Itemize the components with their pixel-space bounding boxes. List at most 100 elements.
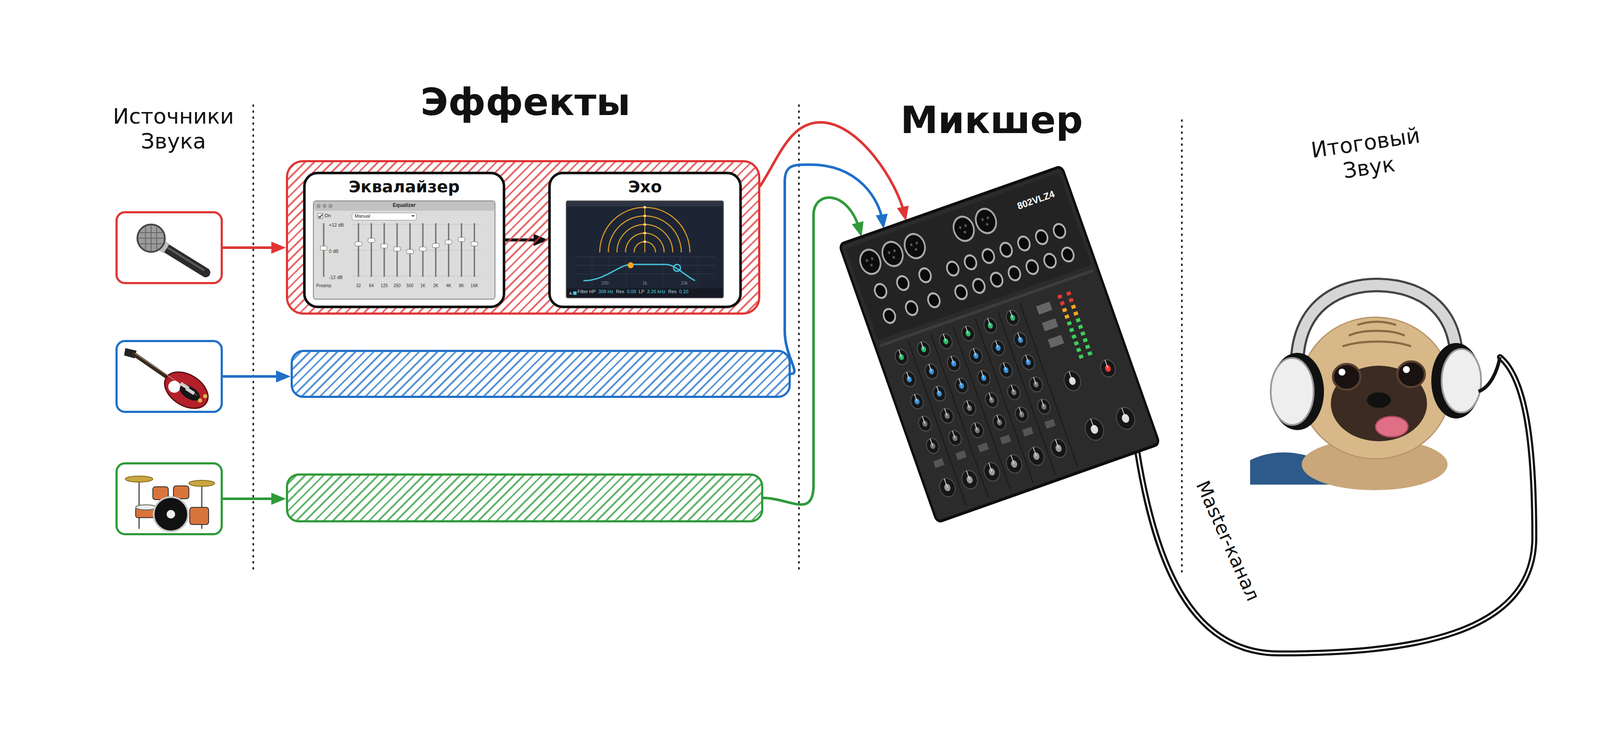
- drawing-part: [626, 255, 627, 287]
- drawing-part: [566, 200, 724, 298]
- status-value: Res: [668, 288, 678, 295]
- drawing-part: [1013, 405, 1030, 424]
- drawing-part: [922, 362, 940, 381]
- drawing-part: [892, 255, 896, 259]
- screen-text: Equalizer: [392, 202, 416, 209]
- drawing-part: [1075, 317, 1081, 323]
- drawing-part: [1051, 222, 1068, 240]
- drawing-part: [1019, 407, 1022, 415]
- drawing-part: [943, 412, 951, 420]
- drawing-part: [974, 422, 978, 431]
- drawing-part: [380, 243, 388, 249]
- drawing-part: [924, 436, 942, 456]
- drawing-part: [458, 237, 465, 242]
- drawing-part: [574, 273, 715, 275]
- drawing-part: [470, 241, 478, 246]
- drawing-part: [1121, 407, 1126, 419]
- drawing-part: [892, 248, 896, 253]
- drawing-part: [1366, 392, 1391, 408]
- drawing-part: [895, 274, 911, 292]
- drawing-part: [966, 470, 970, 480]
- drawing-part: [1042, 252, 1058, 270]
- drawing-part: [1332, 364, 1361, 390]
- drawing-part: [592, 255, 593, 287]
- node-title: Эхо: [628, 174, 662, 197]
- drawing-part: [1009, 314, 1017, 322]
- drawing-part: [1397, 361, 1425, 388]
- screen-text: 1k: [642, 280, 648, 286]
- connector-line: [222, 497, 280, 501]
- drawing-part: [448, 223, 450, 277]
- drawing-part: [1035, 301, 1053, 315]
- drawing-part: [944, 478, 948, 488]
- drawing-part: [998, 241, 1015, 259]
- drawing-part: [925, 291, 942, 310]
- drawing-part: [997, 360, 1015, 380]
- drawing-part: [1011, 455, 1015, 465]
- drawing-part: [881, 307, 898, 325]
- screen-text: 32: [355, 283, 361, 289]
- drawing-part: [1033, 447, 1037, 457]
- dotted-divider: [252, 105, 255, 574]
- edge-label: Master-канал: [1189, 473, 1267, 608]
- effect-box: ЭквалайзерEqualizerOnManual+12 dB0 dB-12…: [303, 171, 506, 309]
- drawing-part: [1035, 397, 1053, 416]
- drawing-part: [1071, 334, 1077, 340]
- drawing-part: [367, 238, 375, 243]
- drawing-part: [945, 354, 963, 373]
- equalizer-screenshot: [313, 200, 495, 300]
- drawing-part: [914, 394, 917, 402]
- drawing-part: [964, 224, 968, 228]
- drawing-part: [950, 213, 978, 244]
- drawing-part: [929, 364, 932, 372]
- drawing-part: [869, 263, 873, 268]
- drawing-part: [673, 264, 681, 272]
- drawing-part: [1066, 321, 1072, 326]
- node-title: Эквалайзер: [348, 174, 460, 197]
- drawing-part: [188, 480, 215, 487]
- drawing-part: [328, 203, 333, 209]
- drawing-part: [1003, 452, 1025, 476]
- drawing-part: [937, 332, 955, 351]
- drawing-part: [904, 299, 920, 317]
- effects-band: [285, 473, 764, 523]
- drawing-part: [917, 266, 933, 284]
- drawing-part: [908, 392, 926, 411]
- drawing-part: [1012, 330, 1030, 350]
- status-value: 0.10: [679, 288, 689, 295]
- drawing-part: [138, 479, 140, 529]
- drawing-part: [967, 346, 985, 365]
- drawing-part: [1062, 307, 1068, 313]
- drawing-part: [966, 400, 970, 409]
- connector: [760, 122, 909, 222]
- drawing-part: [914, 247, 918, 252]
- drawing-part: [995, 340, 999, 348]
- drawing-part: [1270, 358, 1314, 426]
- drawing-part: [1024, 258, 1041, 276]
- drawing-part: [930, 438, 933, 447]
- effects-band: ЭквалайзерEqualizerOnManual+12 dB0 dB-12…: [285, 160, 761, 315]
- drawing-part: [1073, 340, 1079, 346]
- drawing-part: [906, 372, 910, 380]
- effect-box: ЭхоFilter HP309 HzRes0.09LP3.26 kHzRes0.…: [548, 171, 742, 309]
- drawing-part: [909, 242, 913, 247]
- drawing-part: [1032, 451, 1041, 461]
- drawing-part: [1068, 371, 1073, 381]
- drawing-part: [435, 223, 437, 277]
- drawing-part: [1003, 362, 1006, 371]
- arrow-head: [271, 492, 286, 505]
- drawing-part: [1375, 416, 1409, 438]
- screen-text: 8K: [458, 283, 465, 289]
- drawing-part: [393, 246, 401, 252]
- screen-text: Manual: [354, 213, 371, 219]
- drawing-part: [916, 414, 934, 433]
- connector-line: [222, 375, 284, 378]
- arrow-head: [276, 370, 291, 383]
- drawing-part: [1087, 351, 1093, 356]
- drawing-part: [164, 245, 204, 271]
- drawing-part: [975, 318, 1034, 483]
- drawing-part: [983, 391, 1000, 410]
- drawing-part: [568, 291, 573, 295]
- arrow-head: [851, 221, 864, 237]
